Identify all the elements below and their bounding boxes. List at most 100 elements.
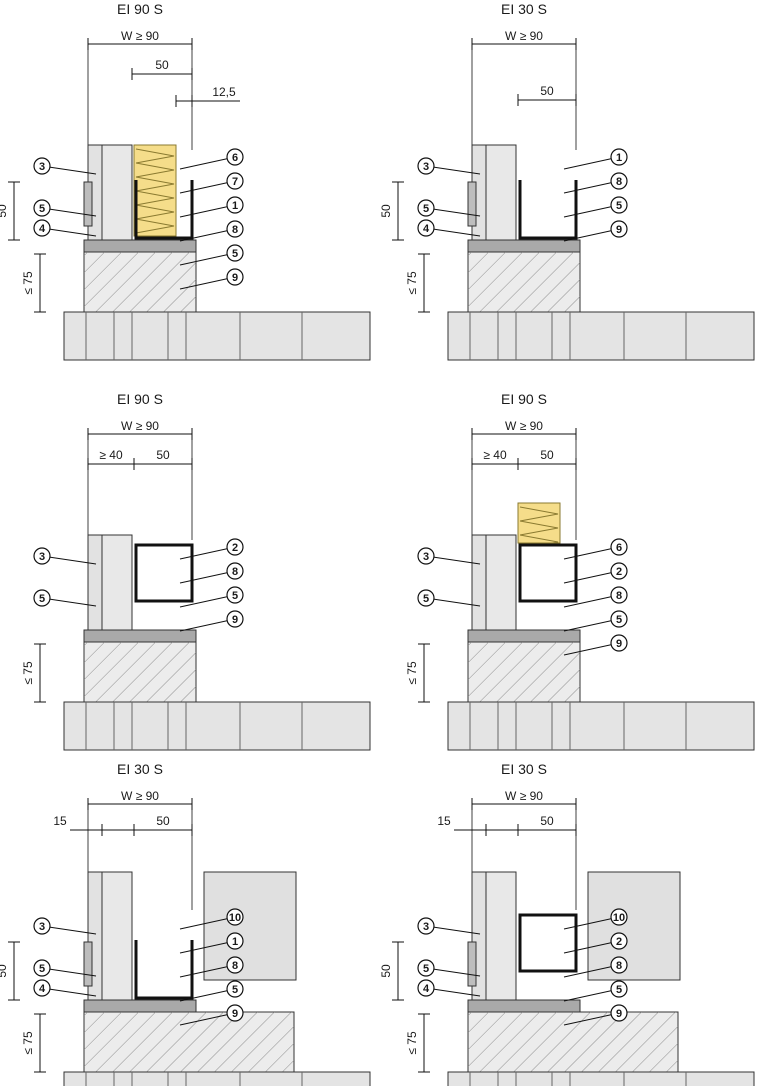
callout-circle <box>33 979 51 997</box>
leader-line <box>563 180 620 194</box>
dimension-label: ≤ 75 <box>21 661 35 685</box>
leader-line <box>563 940 620 954</box>
detail-title: EI 90 S <box>117 1 163 17</box>
inner-dimension-label: 50 <box>156 814 170 828</box>
bottom-seal <box>83 239 197 253</box>
leader-line <box>563 964 620 978</box>
callout-circle <box>610 586 628 604</box>
callout-number: 5 <box>616 984 622 996</box>
callout-number: 5 <box>232 248 238 260</box>
steel-u-profile <box>134 940 194 1000</box>
callout-number: 3 <box>423 161 429 173</box>
callout-number: 2 <box>616 936 622 948</box>
adjacent-wall <box>203 871 297 981</box>
leader-line <box>41 967 97 977</box>
callout-number: 3 <box>423 551 429 563</box>
callout-circle <box>610 634 628 652</box>
callout-number: 9 <box>232 272 238 284</box>
callout-circle <box>226 220 244 238</box>
callout-circle <box>610 538 628 556</box>
inner-dimension-label: 50 <box>540 814 554 828</box>
callout-circle <box>226 562 244 580</box>
callout-circle <box>610 908 628 926</box>
sealing-strip <box>83 941 93 987</box>
callout-circle <box>417 917 435 935</box>
callout-number: 5 <box>39 203 45 215</box>
detail-title: EI 90 S <box>501 391 547 407</box>
dimension-label: ≤ 75 <box>405 1031 419 1055</box>
inner-dimension-label: ≥ 40 <box>483 448 507 462</box>
callout-number: 1 <box>232 936 238 948</box>
width-dimension-label: W ≥ 90 <box>121 419 159 433</box>
callout-number: 6 <box>232 152 238 164</box>
dimension-label: ≤ 75 <box>21 271 35 295</box>
callout-number: 8 <box>232 224 238 236</box>
leader-line <box>563 228 620 242</box>
bottom-seal <box>83 629 197 643</box>
floor-slab <box>447 701 755 751</box>
screed-hatch <box>84 1012 294 1072</box>
callout-number: 3 <box>423 921 429 933</box>
board-layer <box>101 534 133 631</box>
leader-line <box>41 207 97 217</box>
leader-line <box>425 165 481 175</box>
detail-title: EI 30 S <box>501 761 547 777</box>
leader-line <box>563 570 620 584</box>
callout-number: 9 <box>232 1008 238 1020</box>
steel-box-profile <box>518 543 578 603</box>
callout-circle <box>33 589 51 607</box>
steel-box-profile <box>134 543 194 603</box>
leader-line <box>179 252 236 266</box>
leader-line <box>563 594 620 608</box>
screed-hatch <box>84 252 196 312</box>
leader-line <box>41 925 97 935</box>
screed-hatch <box>468 252 580 312</box>
callout-circle <box>226 268 244 286</box>
leader-line <box>179 916 236 930</box>
callout-number: 8 <box>616 176 622 188</box>
callout-number: 5 <box>423 593 429 605</box>
leader-line <box>425 967 481 977</box>
inner-dimension-label: 50 <box>155 58 169 72</box>
callout-circle <box>226 196 244 214</box>
leader-line <box>179 1012 236 1026</box>
dimension-label: ≤ 75 <box>21 1031 35 1055</box>
width-dimension-label: W ≥ 90 <box>121 29 159 43</box>
callout-circle <box>226 1004 244 1022</box>
board-layer <box>485 144 517 241</box>
bottom-seal <box>467 239 581 253</box>
callout-circle <box>226 538 244 556</box>
leader-line <box>41 555 97 565</box>
board-layer <box>101 871 133 1001</box>
callout-circle <box>610 980 628 998</box>
dimension-label: ≤ 75 <box>405 661 419 685</box>
callout-number: 5 <box>423 203 429 215</box>
inner-dimension-label: 50 <box>540 84 554 98</box>
callout-circle <box>33 547 51 565</box>
sealing-strip <box>467 941 477 987</box>
callout-number: 3 <box>39 551 45 563</box>
leader-line <box>179 228 236 242</box>
inner-dimension-label: ≥ 40 <box>99 448 123 462</box>
leader-line <box>179 546 236 560</box>
width-dimension-label: W ≥ 90 <box>505 789 543 803</box>
callout-circle <box>610 1004 628 1022</box>
callout-circle <box>226 244 244 262</box>
callout-number: 4 <box>423 223 430 235</box>
leader-line <box>179 276 236 290</box>
leader-line <box>425 597 481 607</box>
leader-line <box>41 227 97 237</box>
bottom-seal <box>83 999 197 1013</box>
callout-circle <box>417 157 435 175</box>
callout-number: 5 <box>39 593 45 605</box>
callout-number: 6 <box>616 542 622 554</box>
callout-number: 3 <box>39 161 45 173</box>
floor-slab <box>447 1071 755 1086</box>
callout-circle <box>417 959 435 977</box>
callout-number: 9 <box>616 224 622 236</box>
callout-circle <box>610 148 628 166</box>
